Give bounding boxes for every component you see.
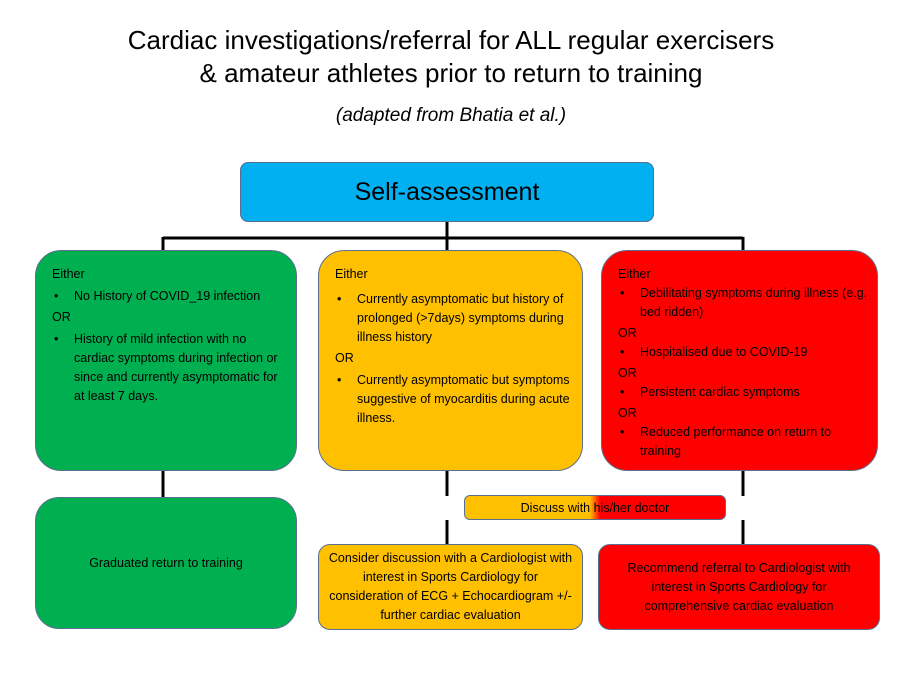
red-outcome-box: Recommend referral to Cardiologist with … [598, 544, 880, 630]
bullet-icon: • [54, 332, 59, 346]
red-or-2: OR [618, 366, 637, 380]
title-line-2: & amateur athletes prior to return to tr… [199, 58, 703, 88]
amber-either: Either [335, 267, 368, 281]
bullet-icon: • [54, 289, 59, 303]
green-outcome-label: Graduated return to training [89, 555, 243, 570]
title-line-1: Cardiac investigations/referral for ALL … [127, 25, 775, 55]
bullet-icon: • [620, 286, 625, 300]
green-either: Either [52, 267, 85, 281]
self-assessment-label: Self-assessment [354, 177, 540, 206]
amber-item-1: • Currently asymptomatic but history of … [335, 290, 574, 347]
red-or-3: OR [618, 406, 637, 420]
bullet-icon: • [337, 292, 342, 306]
bullet-icon: • [620, 425, 625, 439]
green-criteria-panel: Either • No History of COVID_19 infectio… [35, 250, 297, 471]
green-item-1: • No History of COVID_19 infection [52, 287, 288, 306]
discuss-label: Discuss with his/her doctor [520, 500, 670, 515]
red-outcome-label: Recommend referral to Cardiologist with … [627, 560, 851, 613]
page-subtitle: (adapted from Bhatia et al.) [335, 105, 567, 126]
green-item-2: • History of mild infection with no card… [52, 330, 288, 406]
bullet-icon: • [337, 373, 342, 387]
red-item-1: • Debilitating symptoms during illness (… [618, 284, 869, 322]
red-item-2: • Hospitalised due to COVID-19 [618, 343, 869, 362]
amber-criteria-panel: Either • Currently asymptomatic but hist… [318, 250, 583, 471]
red-either: Either [618, 267, 651, 281]
red-item-4: • Reduced performance on return to train… [618, 423, 869, 461]
bullet-icon: • [620, 385, 625, 399]
amber-or: OR [335, 351, 354, 365]
page-title: Cardiac investigations/referral for ALL … [0, 24, 902, 90]
self-assessment-box: Self-assessment [240, 162, 654, 222]
amber-outcome-box: Consider discussion with a Cardiologist … [318, 544, 583, 630]
green-or: OR [52, 310, 71, 324]
red-or-1: OR [618, 326, 637, 340]
red-criteria-panel: Either • Debilitating symptoms during il… [601, 250, 878, 471]
discuss-with-doctor-box: Discuss with his/her doctor [464, 495, 726, 520]
amber-item-2: • Currently asymptomatic but symptoms su… [335, 371, 574, 428]
amber-outcome-label: Consider discussion with a Cardiologist … [328, 551, 573, 622]
red-item-3: • Persistent cardiac symptoms [618, 383, 869, 402]
green-outcome-box: Graduated return to training [35, 497, 297, 629]
bullet-icon: • [620, 345, 625, 359]
